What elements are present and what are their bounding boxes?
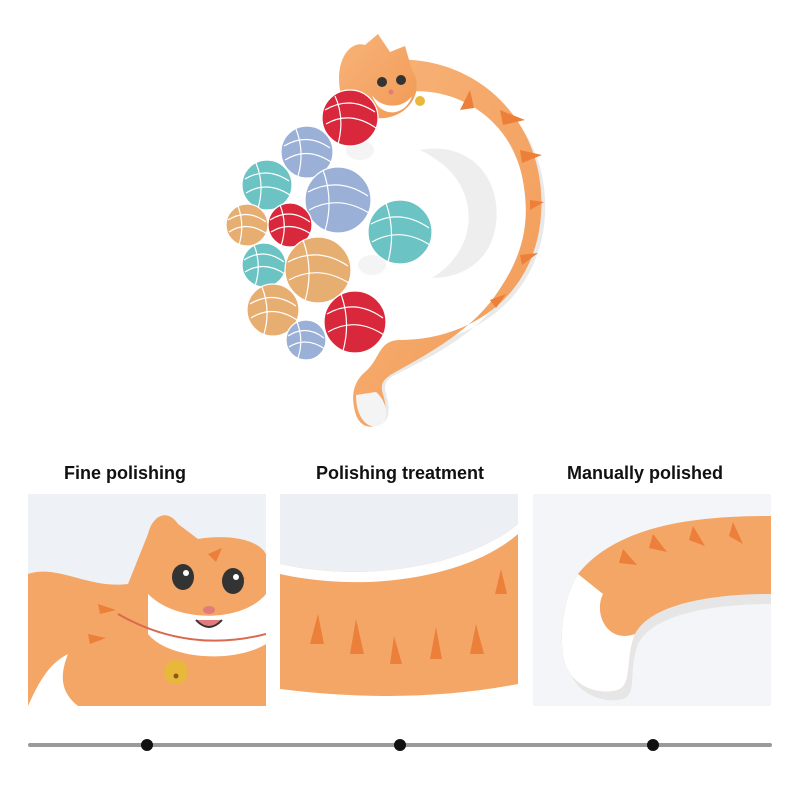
yarn-ball: [323, 290, 387, 354]
caption-manually-polished: Manually polished: [566, 463, 724, 483]
timeline-dot-3: [647, 739, 659, 751]
bell-icon: [164, 660, 188, 684]
yarn-ball: [284, 236, 352, 304]
yarn-ball: [321, 89, 379, 147]
yarn-ball: [225, 203, 269, 247]
yarn-balls: [225, 89, 433, 361]
yarn-ball: [367, 199, 433, 265]
yarn-ball: [280, 125, 334, 179]
product-hero-image: [225, 34, 546, 427]
detail-image-tail: [533, 494, 771, 706]
caption-polishing-treatment: Polishing treatment: [315, 463, 485, 483]
caption-fine-polishing: Fine polishing: [64, 463, 186, 483]
yarn-ball: [285, 319, 327, 361]
yarn-ball: [241, 242, 287, 288]
yarn-ball: [304, 166, 372, 234]
detail-image-cat-face: [28, 494, 266, 706]
timeline-dot-1: [141, 739, 153, 751]
detail-image-edge: [280, 494, 518, 706]
yarn-ball: [267, 202, 313, 248]
yarn-ball: [241, 159, 293, 211]
timeline-dot-2: [394, 739, 406, 751]
yarn-ball: [246, 283, 300, 337]
